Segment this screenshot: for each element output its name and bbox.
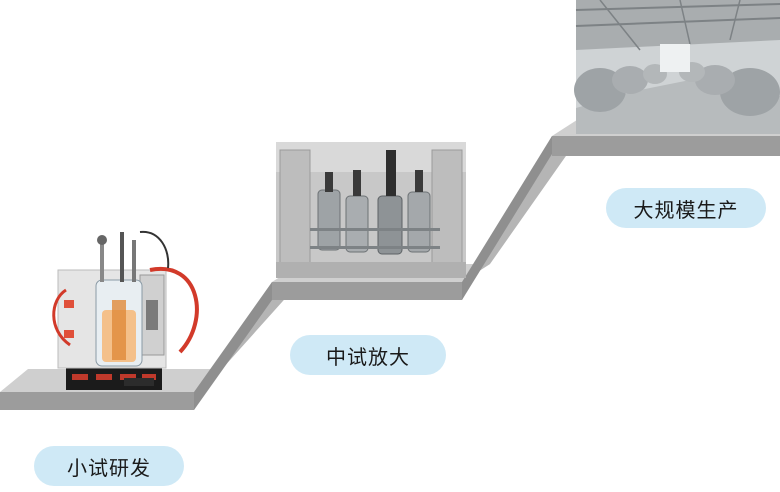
- stage-label-large-scale: 大规模生产: [606, 188, 766, 228]
- stage-label-small-scale: 小试研发: [34, 446, 184, 486]
- pilot-fermenters-image: [276, 142, 466, 278]
- step-1: [0, 282, 300, 410]
- factory-fermenters-image: [574, 0, 780, 134]
- lab-bioreactor-image: [52, 230, 199, 390]
- stage-label-pilot-scale: 中试放大: [290, 335, 446, 375]
